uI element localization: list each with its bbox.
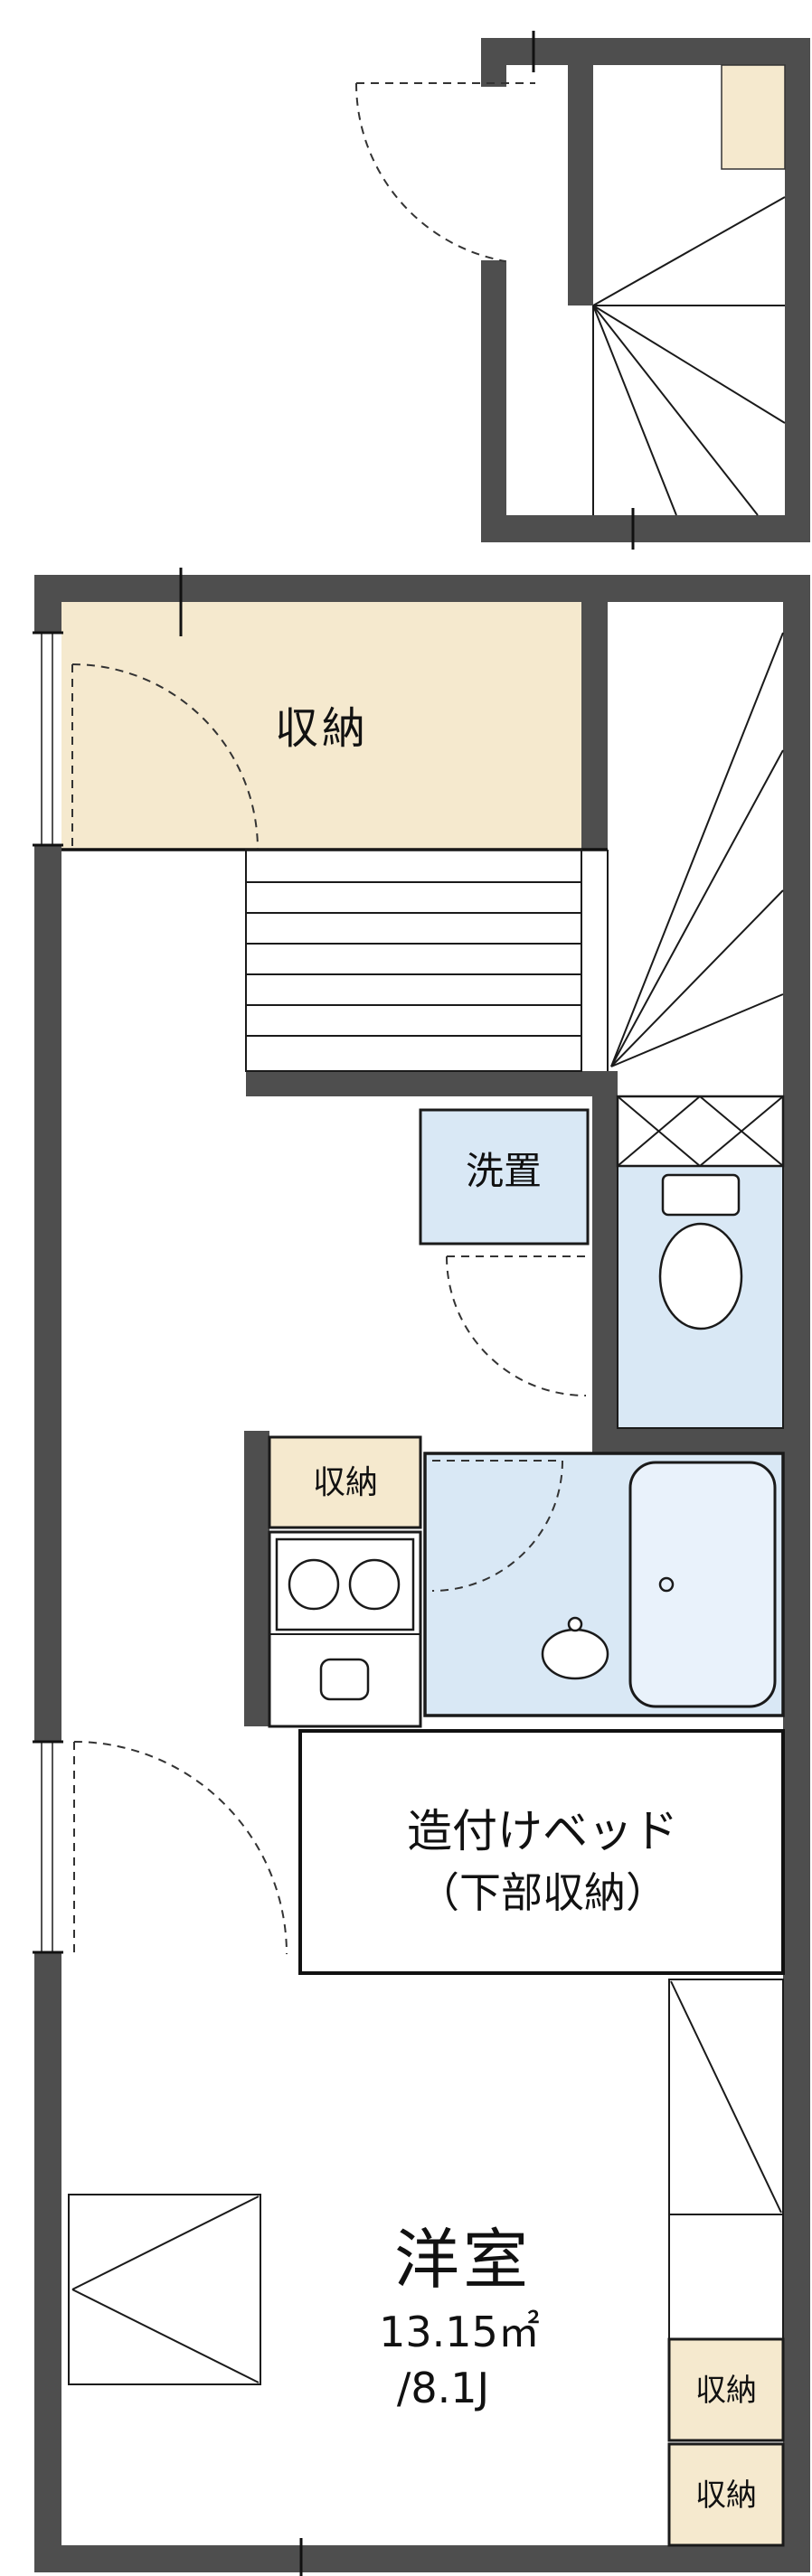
right-storage-bottom-border <box>667 2442 785 2547</box>
bathtub <box>628 1461 777 1708</box>
wall-segment <box>785 38 810 542</box>
wall-bottom <box>34 2545 810 2572</box>
toilet-tank <box>661 1173 741 1217</box>
bathroom-border <box>423 1452 785 1717</box>
room-door-swing-arc <box>73 1741 288 1955</box>
wall-segment <box>481 38 506 87</box>
bay-window <box>68 2194 261 2385</box>
wall-toilet-left <box>592 1096 618 1428</box>
washer-space-border <box>419 1108 590 1246</box>
room-area-sqm-label: 13.15㎡ <box>379 2308 540 2356</box>
closet-diagonal-line <box>670 1980 782 2214</box>
small-storage-border <box>268 1435 422 1529</box>
cooktop-frame <box>275 1537 415 1631</box>
wall-left <box>34 575 61 2572</box>
main-unit <box>33 568 810 2576</box>
bed-label-line2: （下部収納） <box>418 1868 667 1917</box>
wall-bath-top <box>592 1428 783 1453</box>
closet-column <box>668 1979 784 2340</box>
small-storage-label: 収納 <box>312 1464 379 1501</box>
upper-stair-block <box>355 31 810 550</box>
bathtub-drain <box>658 1576 675 1593</box>
stair-winder-line <box>610 632 784 1067</box>
toilet-bowl <box>658 1222 743 1330</box>
stair-winder-line <box>610 993 784 1067</box>
wall-right <box>783 575 810 2572</box>
wall-kitchen-left <box>244 1431 269 1726</box>
room-name-label: 洋室 <box>393 2222 533 2298</box>
wall-top <box>34 575 810 602</box>
stair-winder-line <box>592 305 677 516</box>
burner <box>288 1558 340 1611</box>
upper-storage-room <box>61 602 581 850</box>
stair-winder-line <box>592 305 759 516</box>
cupboard-cross-line <box>699 1095 784 1167</box>
wall-segment <box>481 260 506 542</box>
bath-door-swing-arc <box>431 1460 563 1592</box>
right-storage-top-label: 収納 <box>695 2373 757 2409</box>
wash-basin-faucet <box>567 1616 583 1632</box>
room-area-jo-label: /8.1J <box>396 2364 490 2412</box>
stair-outline <box>245 849 582 1072</box>
right-storage-bottom-box <box>669 2444 783 2545</box>
window-opening <box>34 633 61 845</box>
overhead-cupboard <box>616 1095 785 1168</box>
right-storage-top-box <box>669 2339 783 2440</box>
bay-window-line <box>71 2289 260 2383</box>
wall-stub <box>568 65 593 306</box>
stair-winder-line <box>610 749 784 1067</box>
bay-window-line <box>71 2195 260 2290</box>
wall-segment <box>481 515 810 542</box>
right-storage-top-border <box>667 2337 785 2442</box>
stair-winder-line <box>592 196 786 306</box>
burner <box>348 1558 401 1611</box>
entry-door-swing-arc <box>355 82 506 262</box>
window-opening <box>34 1742 61 1952</box>
toilet-door-swing-arc <box>446 1255 587 1396</box>
washer-label: 洗置 <box>465 1149 543 1193</box>
cupboard-cross-line <box>617 1095 701 1167</box>
stair-landing <box>721 64 786 170</box>
wall-storage-right <box>581 602 608 850</box>
stair-winder-line <box>610 889 784 1067</box>
washer-space <box>420 1110 588 1244</box>
bed-label-line1: 造付けベッド <box>407 1805 678 1857</box>
sink-basin <box>319 1658 370 1701</box>
upper-storage-label: 収納 <box>274 703 370 754</box>
wall-below-stairs <box>246 1071 618 1096</box>
wall-segment <box>481 38 810 65</box>
toilet-room-border <box>617 1165 784 1429</box>
built-in-bed <box>298 1729 785 1975</box>
right-storage-bottom-label: 収納 <box>695 2477 757 2514</box>
small-storage-box <box>269 1437 420 1528</box>
storage-door-swing-arc <box>71 663 259 851</box>
stair-winder-line <box>592 305 786 424</box>
wash-basin <box>541 1628 609 1680</box>
